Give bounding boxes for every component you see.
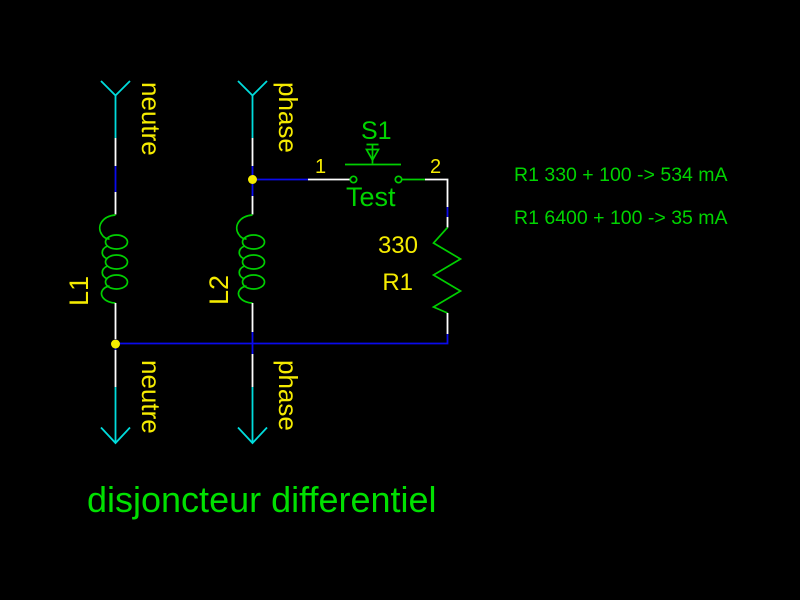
label-l2-ref: L2 [204,275,234,305]
phase-top-connector-arrow[interactable] [237,80,268,138]
neutre-top-connector-arrow[interactable] [100,80,131,138]
l1-coil-loop-3 [104,274,129,290]
s1-contact-1 [349,175,358,184]
label-r1-ref: R1 [382,269,413,296]
s1-contact-2 [394,175,403,184]
phase-bottom-connector-arrow[interactable] [237,387,268,445]
s1-pin2-lead[interactable] [425,178,449,208]
s1-actuator-arrowhead [365,148,380,162]
neutre-bottom-connector-arrow[interactable] [100,387,131,445]
label-neutre-top: neutre [136,82,166,156]
label-s1-function: Test [346,182,396,212]
rail-neutre[interactable] [98,80,131,445]
label-l1-ref: L1 [64,276,94,306]
label-s1-pin2: 2 [430,156,441,178]
l2-coil-hooks [235,214,253,304]
junction-dot-neutre[interactable] [111,339,120,349]
label-phase-top: phase [273,82,303,153]
label-s1-ref: S1 [361,117,392,145]
l2-coil-loop-1 [241,234,266,250]
label-neutre-bottom: neutre [136,360,166,434]
annotation-line-1: R1 330 + 100 -> 534 mA [514,164,728,186]
inductor-l2-symbol[interactable] [235,214,266,304]
label-s1-pin1: 1 [315,156,326,178]
l1-coil-loop-1 [104,234,129,250]
rail-phase[interactable] [235,80,268,445]
l1-coil-loop-2 [104,254,129,270]
schematic-title: disjoncteur differentiel [87,479,437,520]
l2-coil-loop-3 [241,274,266,290]
net-bottom-return[interactable] [115,334,449,345]
label-phase-bottom: phase [273,360,303,431]
resistor-r1-symbol[interactable] [431,226,463,314]
junction-dot-phase[interactable] [248,175,257,184]
switch-s1-symbol[interactable] [345,143,425,184]
inductor-l1-symbol[interactable] [98,214,129,304]
label-r1-value: 330 [378,232,418,259]
l1-coil-hooks [98,214,116,304]
annotation-line-2: R1 6400 + 100 -> 35 mA [514,207,728,229]
l2-coil-loop-2 [241,254,266,270]
